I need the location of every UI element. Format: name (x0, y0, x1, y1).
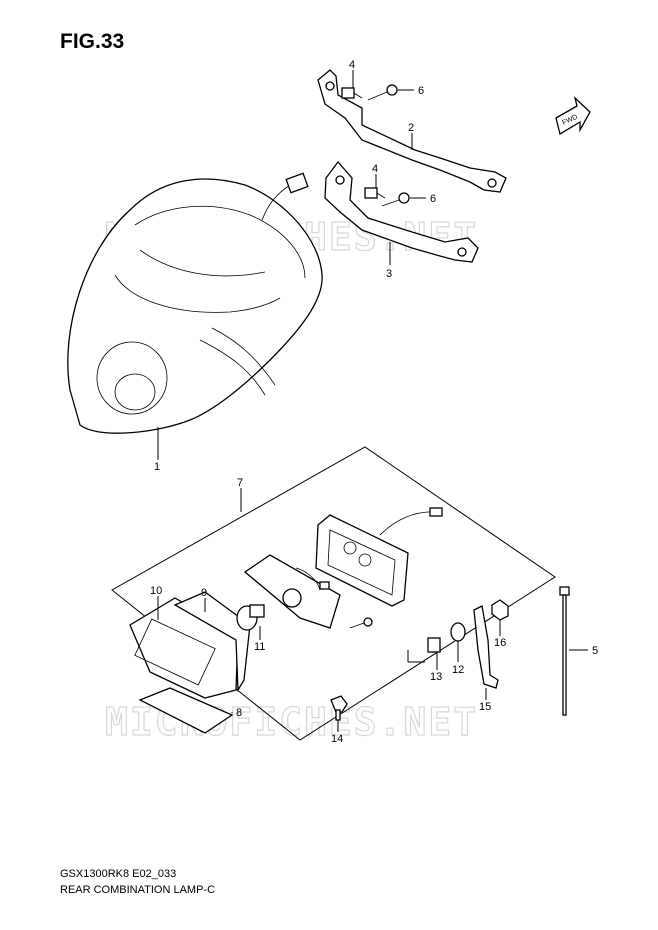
callout-6b: 6 (430, 193, 436, 205)
callout-5: 5 (592, 645, 598, 657)
lens-plate (138, 687, 234, 734)
screw-box (349, 617, 373, 629)
collar (427, 637, 441, 653)
bulb (236, 604, 265, 631)
figure-title: FIG.33 (60, 30, 125, 53)
footer-code: GSX1300RK8 E02_033 (60, 868, 177, 880)
lamp-housing (67, 172, 323, 434)
callout-10: 10 (150, 585, 162, 597)
bolt-upper (341, 87, 363, 99)
license-lamp (129, 591, 251, 699)
grommet (330, 695, 348, 721)
callout-9: 9 (201, 587, 207, 599)
nut (491, 599, 509, 621)
bolt-lower (364, 187, 386, 199)
callout-6a: 6 (418, 85, 424, 97)
callout-11: 11 (254, 641, 265, 653)
callout-4a: 4 (349, 59, 355, 71)
callout-13: 13 (430, 671, 442, 683)
callout-3: 3 (386, 268, 392, 280)
callout-12: 12 (452, 664, 464, 676)
callout-15: 15 (479, 701, 491, 713)
leader-lines (157, 70, 588, 732)
callout-14: 14 (331, 733, 343, 745)
callout-16: 16 (494, 637, 506, 649)
callout-2: 2 (408, 122, 414, 134)
callout-7: 7 (237, 477, 243, 489)
screw-upper (367, 84, 398, 101)
lamp-base (243, 554, 341, 629)
cable-tie (559, 586, 570, 716)
stay (473, 605, 499, 689)
assembly-outline (111, 446, 556, 741)
fwd-arrow-icon: FWD (555, 96, 591, 136)
screw-lower (381, 192, 410, 207)
callout-8: 8 (236, 707, 242, 719)
bracket-lower (324, 160, 479, 263)
washer (450, 622, 466, 642)
rear-cover (315, 507, 443, 607)
callout-4b: 4 (372, 163, 378, 175)
callout-1: 1 (154, 461, 160, 473)
footer-title: REAR COMBINATION LAMP-C (60, 884, 216, 896)
